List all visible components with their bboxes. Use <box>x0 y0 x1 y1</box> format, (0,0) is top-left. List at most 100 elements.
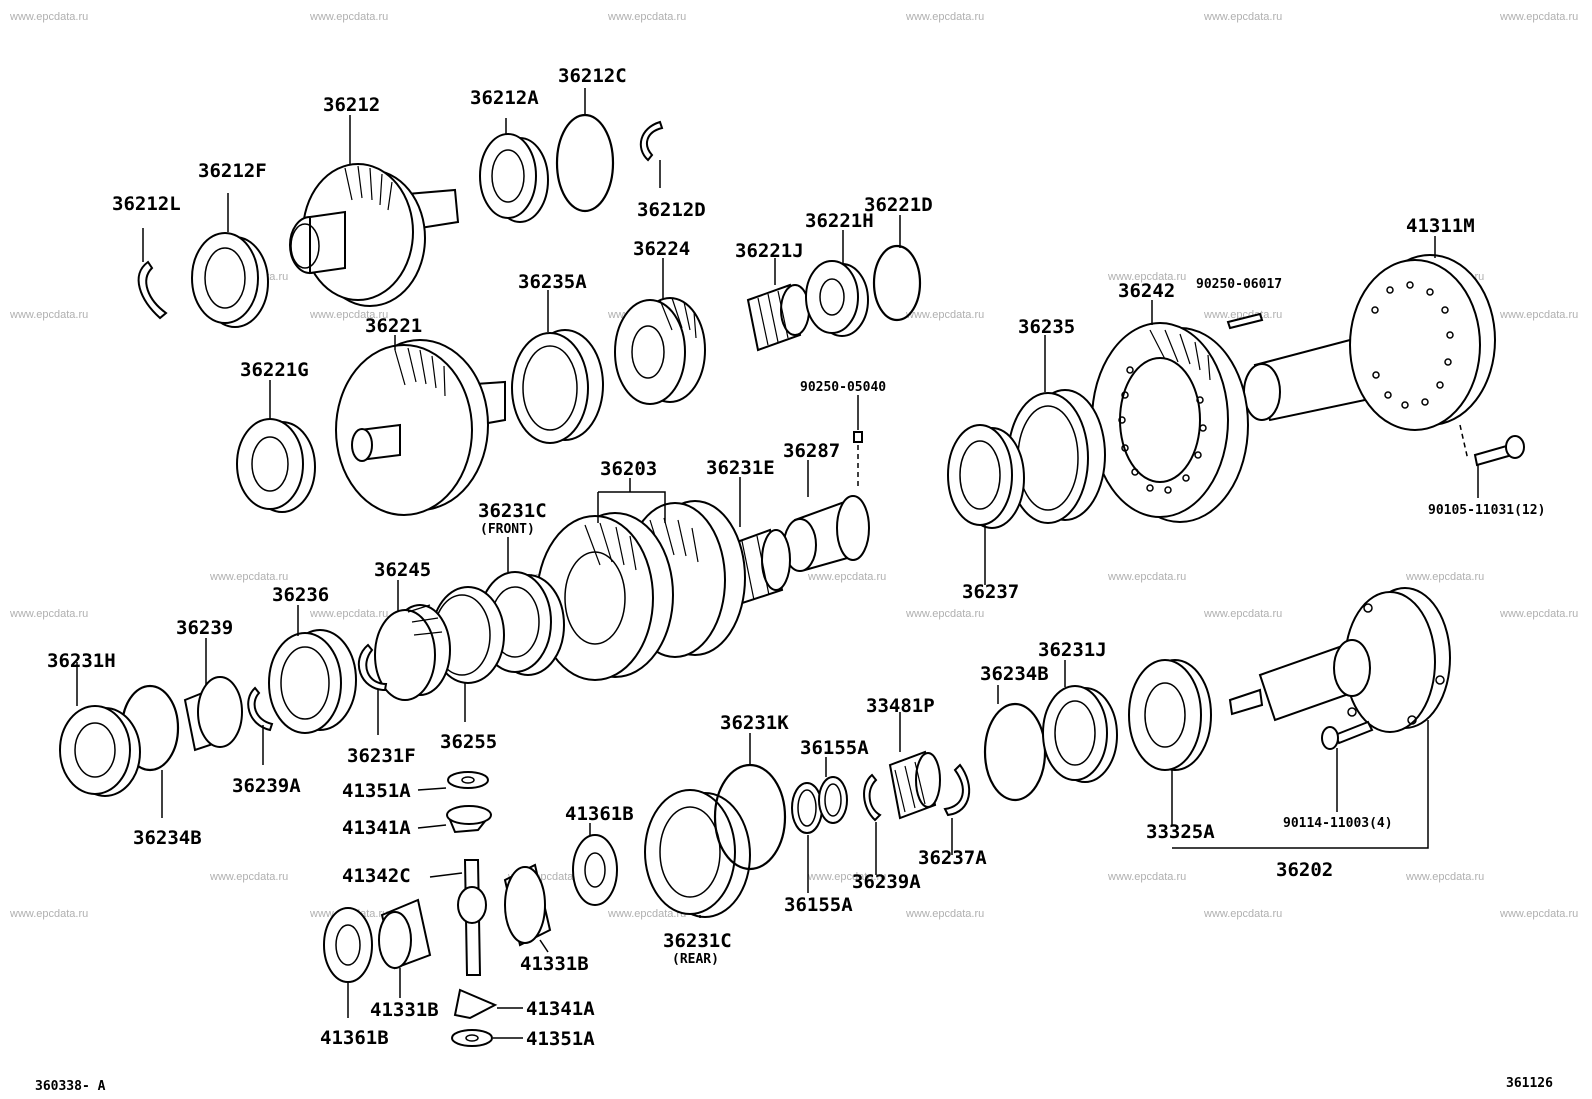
part-36239A-snap-ring[interactable] <box>247 686 274 732</box>
label-41361B[interactable]: 41361B <box>320 1027 389 1049</box>
label-36231K[interactable]: 36231K <box>720 712 789 734</box>
part-36221-gear[interactable] <box>335 339 506 516</box>
label-36287[interactable]: 36287 <box>783 440 840 462</box>
label-36221D[interactable]: 36221D <box>864 194 933 216</box>
part-41341A-pinion[interactable] <box>446 805 493 834</box>
label-41351A[interactable]: 41351A <box>342 780 411 802</box>
label-36212A[interactable]: 36212A <box>470 87 539 109</box>
part-41341A-pinion[interactable] <box>453 988 498 1020</box>
label-41361B[interactable]: 41361B <box>565 803 634 825</box>
part-41351A-washer[interactable] <box>447 771 489 789</box>
label-36236[interactable]: 36236 <box>272 584 329 606</box>
label-36221G[interactable]: 36221G <box>240 359 309 381</box>
part-36245-gear[interactable] <box>374 604 451 701</box>
part-36231J-bearing[interactable] <box>1042 685 1118 783</box>
part-33325A-oil-seal[interactable] <box>1128 659 1212 771</box>
part-36221H-bearing[interactable] <box>805 260 869 337</box>
label-36239[interactable]: 36239 <box>176 617 233 639</box>
label-36235A[interactable]: 36235A <box>518 271 587 293</box>
part-36221J-needle-bearing[interactable] <box>746 283 810 352</box>
part-36231C-rear-bearing[interactable] <box>644 789 751 918</box>
label-90114-11003[interactable]: 90114-11003(4) <box>1283 816 1393 831</box>
part-41351A-washer[interactable] <box>451 1029 493 1047</box>
label-36255[interactable]: 36255 <box>440 731 497 753</box>
part-90250-06017-pin[interactable] <box>1226 312 1264 330</box>
label-41341A[interactable]: 41341A <box>342 817 411 839</box>
part-36231F-snap-ring[interactable] <box>357 643 388 692</box>
part-90250-05040-pin[interactable] <box>853 431 863 443</box>
part-90105-11031-bolt[interactable] <box>1473 435 1525 467</box>
label-36231C-rear[interactable]: 36231C <box>663 930 732 952</box>
part-36212L-snap-ring[interactable] <box>137 260 168 320</box>
label-36242[interactable]: 36242 <box>1118 280 1175 302</box>
label-36231C-front[interactable]: 36231C <box>478 500 547 522</box>
part-41342C-pinion-shaft[interactable] <box>457 859 487 976</box>
part-36242-ring-gear[interactable] <box>1091 322 1249 523</box>
part-36237-synchro-ring[interactable] <box>947 424 1025 529</box>
label-36231J[interactable]: 36231J <box>1038 639 1107 661</box>
label-41342C[interactable]: 41342C <box>342 865 411 887</box>
part-90114-11003-bolt[interactable] <box>1321 720 1374 750</box>
label-36221[interactable]: 36221 <box>365 315 422 337</box>
label-36234B[interactable]: 36234B <box>980 663 1049 685</box>
label-36212D[interactable]: 36212D <box>637 199 706 221</box>
label-90105-11031[interactable]: 90105-11031(12) <box>1428 503 1545 518</box>
label-36234B[interactable]: 36234B <box>133 827 202 849</box>
label-33325A[interactable]: 33325A <box>1146 821 1215 843</box>
part-36221G-bearing[interactable] <box>236 418 316 513</box>
part-36212A-bearing[interactable] <box>479 133 549 223</box>
label-36235[interactable]: 36235 <box>1018 316 1075 338</box>
part-36155A-ring[interactable] <box>818 776 848 824</box>
label-41331B[interactable]: 41331B <box>370 999 439 1021</box>
label-41311M[interactable]: 41311M <box>1406 215 1475 237</box>
label-36231F[interactable]: 36231F <box>347 745 416 767</box>
part-33481P-gear[interactable] <box>888 750 941 820</box>
label-36231H[interactable]: 36231H <box>47 650 116 672</box>
part-36234B-snap-ring[interactable] <box>983 702 1047 802</box>
label-36239A[interactable]: 36239A <box>232 775 301 797</box>
part-36212-gear-shaft[interactable] <box>289 163 460 307</box>
label-36212C[interactable]: 36212C <box>558 65 627 87</box>
label-36212L[interactable]: 36212L <box>112 193 181 215</box>
label-36245[interactable]: 36245 <box>374 559 431 581</box>
label-36212[interactable]: 36212 <box>323 94 380 116</box>
label-36239A[interactable]: 36239A <box>852 871 921 893</box>
part-36237A-snap-ring[interactable] <box>943 763 971 817</box>
part-36212F-bearing[interactable] <box>191 232 269 328</box>
part-36236-hub[interactable] <box>268 629 357 734</box>
label-36237A[interactable]: 36237A <box>918 847 987 869</box>
label-36224[interactable]: 36224 <box>633 238 690 260</box>
label-36155A[interactable]: 36155A <box>784 894 853 916</box>
part-41331B-side-gear[interactable] <box>378 898 432 970</box>
part-36221D-ring[interactable] <box>872 244 922 322</box>
part-36224-gear[interactable] <box>614 297 706 405</box>
part-41361B-thrust-washer[interactable] <box>572 834 618 906</box>
label-33481P[interactable]: 33481P <box>866 695 935 717</box>
part-41311M-differential-case[interactable] <box>1243 254 1496 431</box>
label-36231E[interactable]: 36231E <box>706 457 775 479</box>
label-41351A[interactable]: 41351A <box>526 1028 595 1050</box>
part-36235-hub[interactable] <box>1007 389 1106 524</box>
part-36287-sleeve[interactable] <box>783 495 870 572</box>
part-36202-output-shaft[interactable] <box>1228 587 1451 733</box>
label-41331B[interactable]: 41331B <box>520 953 589 975</box>
part-36235A-hub[interactable] <box>511 329 604 444</box>
part-36212D-snap-ring[interactable] <box>639 120 664 162</box>
label-36237[interactable]: 36237 <box>962 581 1019 603</box>
part-36203-gear-set[interactable] <box>536 500 746 681</box>
label-90250-06017[interactable]: 90250-06017 <box>1196 277 1282 292</box>
label-90250-05040[interactable]: 90250-05040 <box>800 380 886 395</box>
label-36221J[interactable]: 36221J <box>735 240 804 262</box>
part-36239-hub[interactable] <box>183 676 243 752</box>
label-41341A[interactable]: 41341A <box>526 998 595 1020</box>
part-36231H-bearing[interactable] <box>59 705 141 797</box>
label-36212F[interactable]: 36212F <box>198 160 267 182</box>
part-36239A-snap-ring[interactable] <box>863 773 882 822</box>
label-36203[interactable]: 36203 <box>600 458 657 480</box>
part-41331B-side-gear[interactable] <box>503 863 552 947</box>
part-36155A-ring[interactable] <box>791 782 823 834</box>
label-36202[interactable]: 36202 <box>1276 859 1333 881</box>
part-41361B-thrust-washer[interactable] <box>323 907 373 983</box>
label-36155A[interactable]: 36155A <box>800 737 869 759</box>
part-36212C-ring[interactable] <box>555 113 615 213</box>
